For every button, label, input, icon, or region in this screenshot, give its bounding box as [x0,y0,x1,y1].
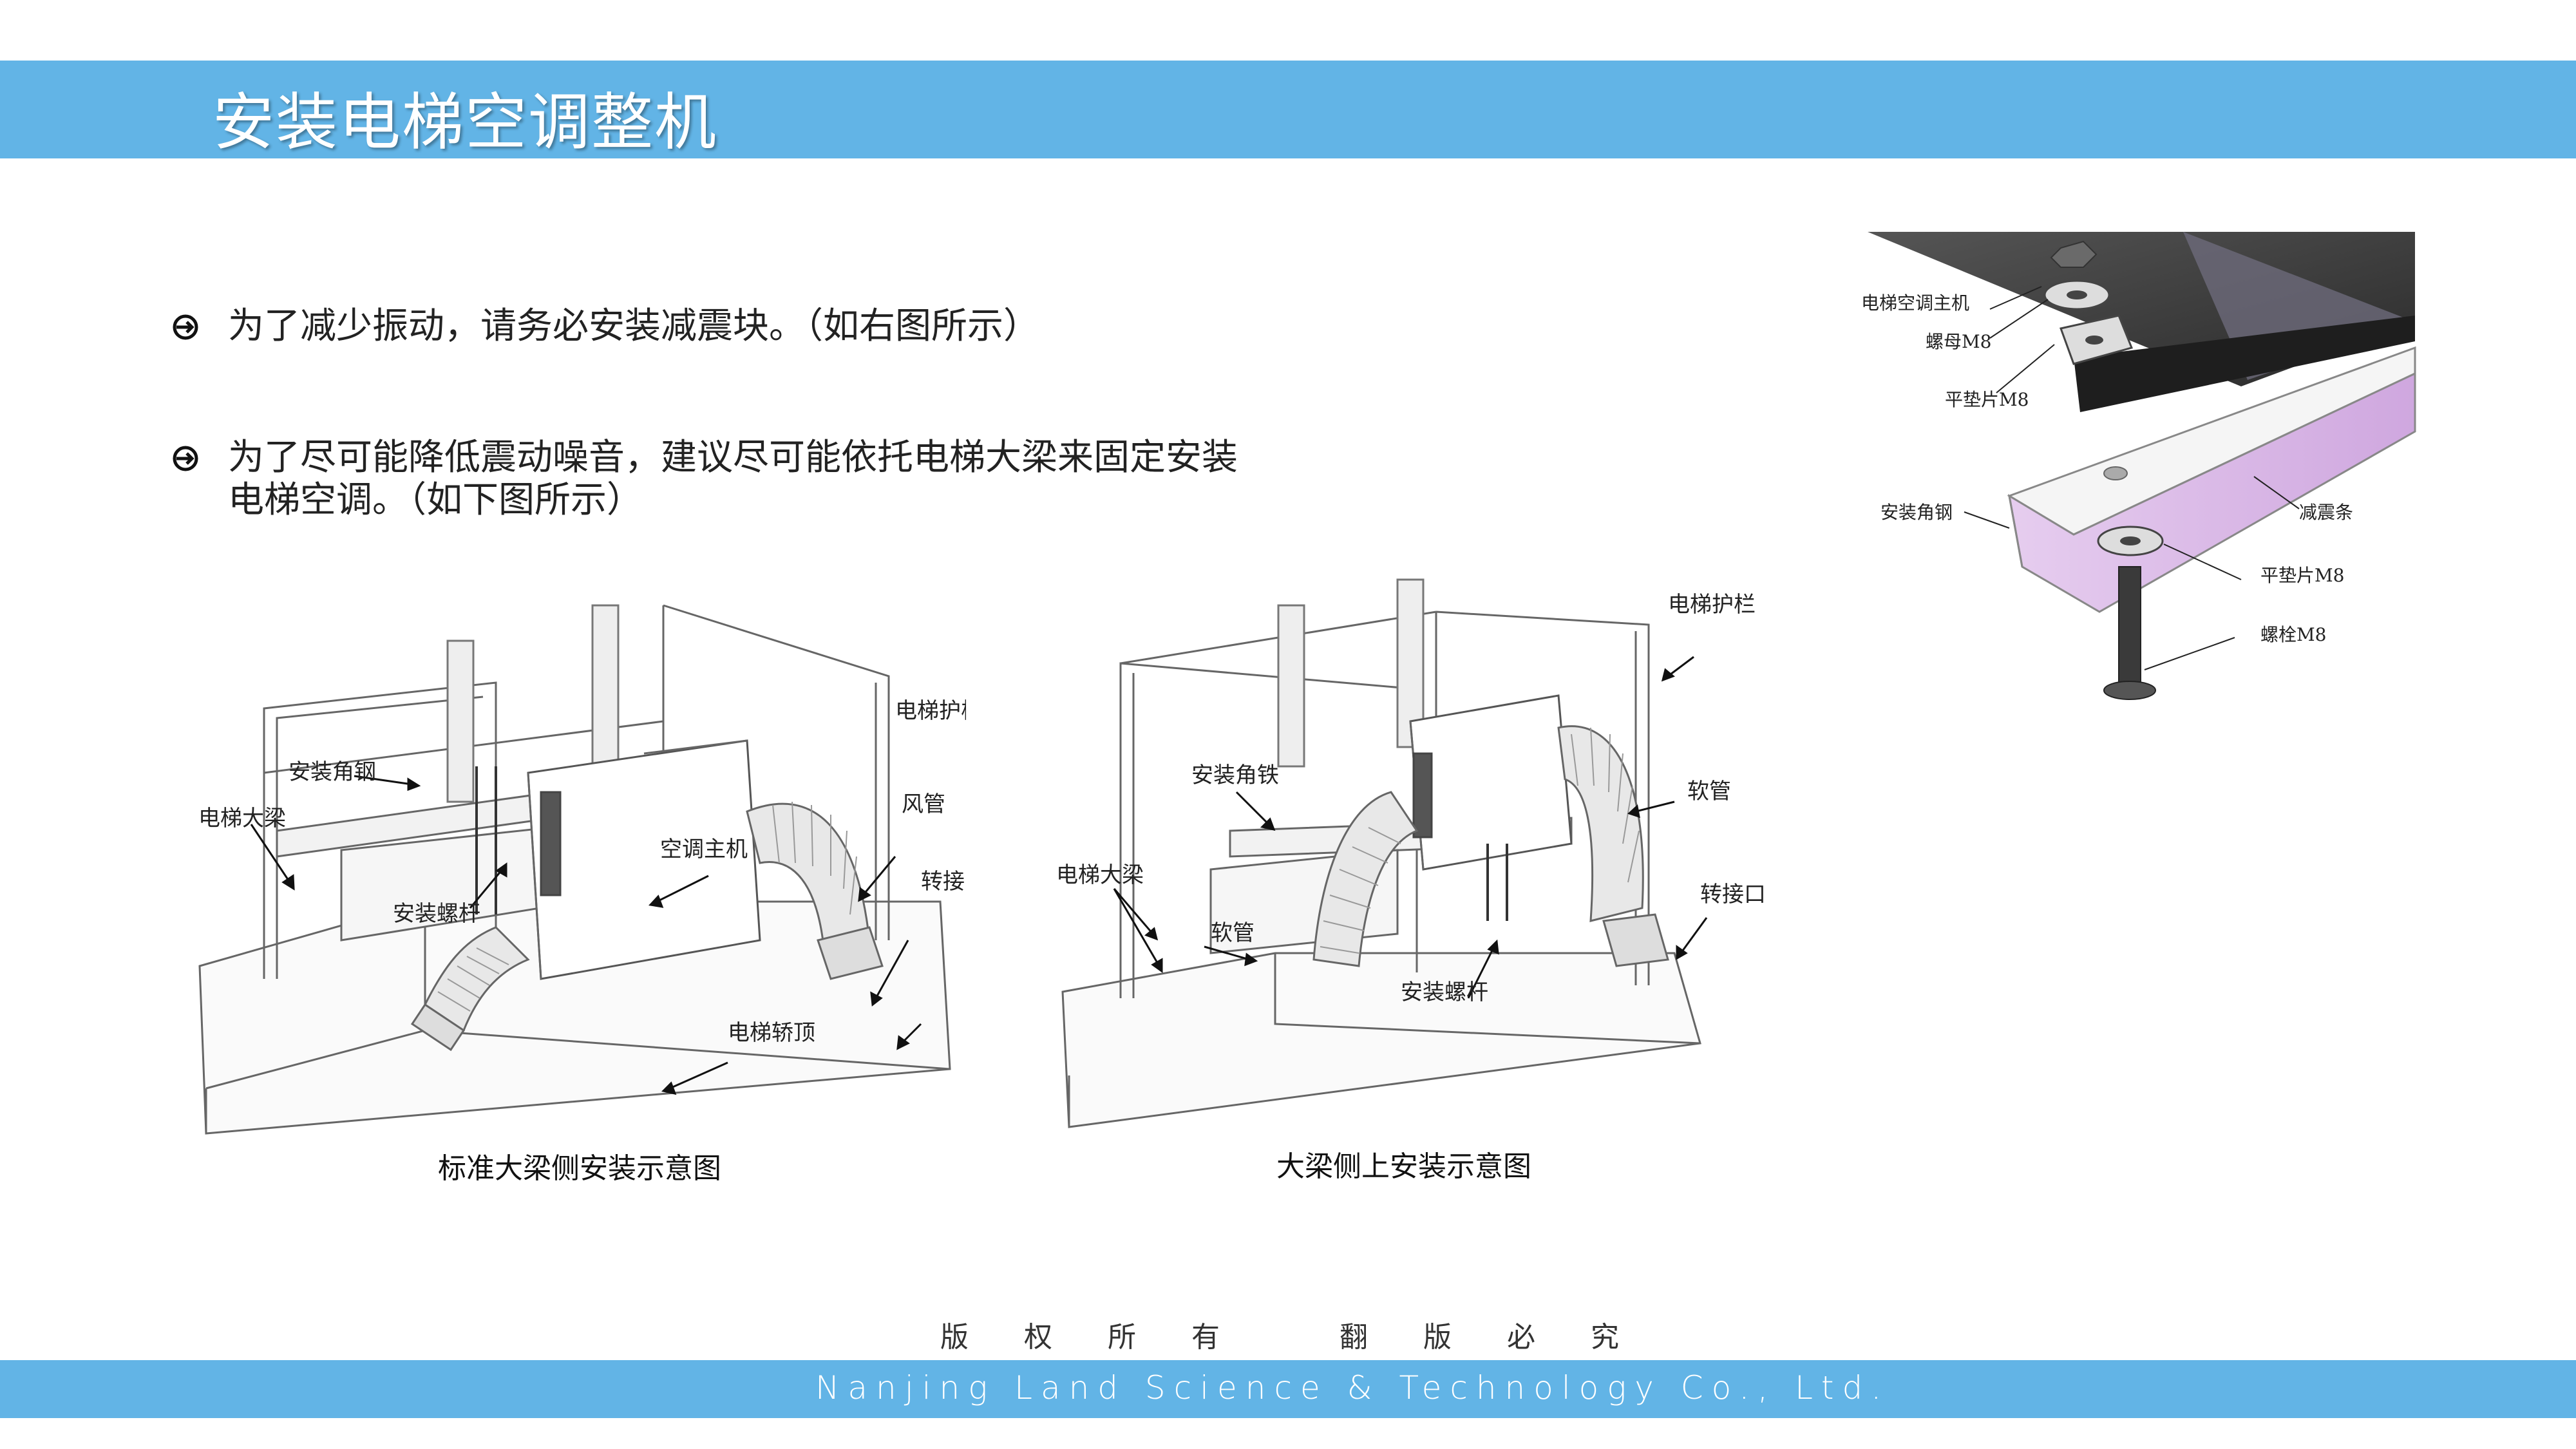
company-name: Nanjing Land Science & Technology Co., L… [815,1369,1890,1406]
figure-standard-beam-install: 安装角钢 电梯大梁 电梯护栏 风管 空调主机 转接口 安装螺杆 电梯轿顶 [193,580,966,1140]
label-adapter: 转接口 [1700,882,1766,907]
beam-top-install-diagram: 电梯护栏 安装角铁 软管 电梯大梁 软管 转接口 安装螺杆 [1056,578,1766,1128]
caption-beam-top-install: 大梁侧上安装示意图 [1276,1150,1531,1183]
figure-damper-detail: 电梯空调主机 螺母M8 平垫片M8 安装角钢 减震条 平垫片M8 螺栓M8 [1861,219,2434,708]
label-washer-bottom: 平垫片M8 [2260,565,2345,586]
label-screw-rod: 安装螺杆 [393,901,480,927]
label-air-duct: 风管 [902,791,945,817]
label-hose-right: 软管 [1687,779,1731,804]
arrow-circle-icon [173,314,198,340]
label-hose-left: 软管 [1211,920,1255,946]
bullet-text-line-2: 电梯空调。（如下图所示） [228,479,643,521]
bullet-item-damper: 为了减少振动，请务必安装减震块。（如右图所示） [173,305,1332,350]
copyright-char: 翻 [1340,1321,1369,1354]
footer-bar: Nanjing Land Science & Technology Co., L… [0,1360,2576,1418]
label-ac-unit: 电梯空调主机 [1861,292,1969,314]
bullet-text: 为了减少振动，请务必安装减震块。（如右图所示） [228,305,1039,347]
copyright-char: 究 [1591,1321,1620,1354]
label-elevator-beam: 电梯大梁 [1056,862,1144,888]
label-nut: 螺母M8 [1926,331,1992,352]
label-damper-strip: 减震条 [2299,502,2353,523]
copyright-char: 所 [1108,1321,1137,1354]
label-guardrail: 电梯护栏 [895,698,966,724]
copyright-char: 必 [1507,1321,1537,1354]
figure-beam-top-install: 电梯护栏 安装角铁 软管 电梯大梁 软管 转接口 安装螺杆 [1056,573,1784,1140]
label-car-top: 电梯轿顶 [728,1020,815,1046]
bullet-text-line-1: 为了尽可能降低震动噪音，建议尽可能依托电梯大梁来固定安装 [228,437,1238,478]
label-ac-unit: 空调主机 [660,837,748,862]
caption-standard-install: 标准大梁侧安装示意图 [438,1152,721,1185]
label-guardrail: 电梯护栏 [1668,592,1756,618]
label-angle-iron: 安装角铁 [1191,762,1279,788]
copyright-char: 有 [1191,1321,1221,1354]
standard-install-diagram: 安装角钢 电梯大梁 电梯护栏 风管 空调主机 转接口 安装螺杆 电梯轿顶 [198,604,966,1135]
bullet-item-beam: 为了尽可能降低震动噪音，建议尽可能依托电梯大梁来固定安装 电梯空调。（如下图所示… [173,437,1332,527]
arrow-circle-icon [173,446,198,471]
copyright-char: 版 [1423,1321,1453,1354]
copyright-char: 权 [1024,1321,1054,1354]
label-adapter: 转接口 [921,869,966,895]
title-bar: 安装电梯空调整机 [0,61,2576,158]
label-washer-top: 平垫片M8 [1945,389,2029,410]
damper-detail-diagram: 电梯空调主机 螺母M8 平垫片M8 安装角钢 减震条 平垫片M8 螺栓M8 [1861,232,2416,700]
page-title: 安装电梯空调整机 [213,86,717,158]
copyright-char: 版 [940,1321,970,1354]
label-angle-steel: 安装角钢 [289,759,376,785]
label-angle-steel: 安装角钢 [1880,502,1953,523]
label-screw-rod: 安装螺杆 [1401,980,1488,1005]
label-bolt: 螺栓M8 [2260,624,2327,645]
label-elevator-beam: 电梯大梁 [198,806,286,831]
